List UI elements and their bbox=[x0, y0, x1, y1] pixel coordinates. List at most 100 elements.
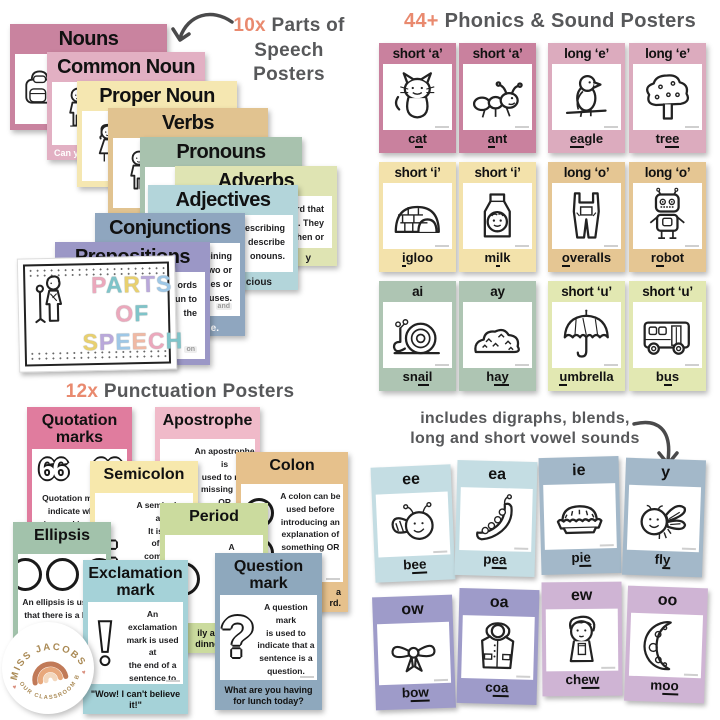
umbrella-icon bbox=[552, 302, 621, 368]
sound-label: ew bbox=[570, 586, 593, 605]
word-label: moo bbox=[650, 677, 680, 696]
phonics-heading: 44+ Phonics & Sound Posters bbox=[390, 8, 710, 34]
phonics-card-snail: ai snail bbox=[379, 281, 456, 391]
digraph-card-moon: oo moo bbox=[624, 585, 708, 704]
punct-title: Ellipsis bbox=[33, 527, 91, 544]
milk-icon bbox=[463, 183, 532, 249]
pos-heading: 10x Parts of Speech Posters bbox=[231, 14, 347, 88]
exclamation-mark-icon bbox=[97, 620, 113, 667]
chew-icon bbox=[545, 608, 619, 672]
phonics-card-robot: long ‘o’ robot bbox=[629, 162, 706, 272]
copyright-line bbox=[435, 126, 449, 128]
sound-label: ai bbox=[412, 284, 423, 299]
punct-footer-text: What are you having for lunch today? bbox=[224, 684, 313, 706]
punct-title: Colon bbox=[269, 457, 315, 474]
ant-icon bbox=[463, 64, 532, 130]
sound-label: ow bbox=[401, 600, 424, 619]
punct-label: Punctuation Posters bbox=[103, 381, 295, 402]
poster-footer-text: cious bbox=[245, 277, 272, 288]
punct-heading: 12x Punctuation Posters bbox=[55, 380, 305, 405]
punct-card-question-mark: Question mark?A question mark is used to… bbox=[215, 553, 322, 710]
sound-label: ie bbox=[571, 461, 586, 480]
poster-body-text: ords un to the bbox=[175, 280, 197, 318]
word-label: pea bbox=[483, 551, 507, 570]
phonics-card-tree: long ‘e’tree bbox=[629, 43, 706, 153]
sound-label: ea bbox=[488, 465, 507, 484]
copyright-line bbox=[166, 680, 180, 682]
phonics-card-overalls: long ‘o’ overalls bbox=[548, 162, 625, 272]
copyright-line bbox=[604, 364, 618, 366]
sound-label: short ‘i’ bbox=[474, 165, 521, 180]
sound-label: long ‘o’ bbox=[563, 165, 610, 180]
word-label: cat bbox=[408, 131, 427, 148]
example-chip: and bbox=[215, 303, 232, 310]
word-label: milk bbox=[484, 250, 511, 267]
word-label: bus bbox=[655, 369, 680, 386]
sound-label: oo bbox=[657, 591, 678, 610]
word-label: robot bbox=[650, 250, 685, 267]
pie-icon bbox=[543, 483, 617, 550]
sound-label: long ‘o’ bbox=[644, 165, 691, 180]
copyright-line bbox=[435, 364, 449, 366]
sound-label: short ‘u’ bbox=[642, 284, 693, 299]
digraph-card-pea: ea pea bbox=[454, 459, 538, 578]
digraph-note: includes digraphs, blends, long and shor… bbox=[400, 409, 650, 449]
poster-title: Common Noun bbox=[57, 56, 195, 78]
coat-icon bbox=[461, 615, 535, 680]
sound-label: y bbox=[660, 463, 671, 482]
word-label: ant bbox=[487, 131, 508, 148]
phonics-card-ant: short ‘a’ant bbox=[459, 43, 536, 153]
word-label: bee bbox=[402, 556, 427, 575]
word-label: coa bbox=[485, 679, 509, 698]
sound-label: short ‘a’ bbox=[392, 46, 443, 61]
boy-singing-mic-icon bbox=[29, 273, 83, 356]
rainbow-icon bbox=[32, 661, 69, 686]
copyright-line bbox=[300, 676, 314, 678]
digraph-card-bow: ow bow bbox=[372, 594, 456, 711]
poster-footer-text: y bbox=[305, 253, 311, 264]
punct-count: 12x bbox=[65, 381, 99, 402]
moon-icon bbox=[628, 612, 704, 679]
robot-icon bbox=[633, 183, 702, 249]
word-label: eagle bbox=[569, 131, 604, 148]
copyright-line bbox=[515, 364, 529, 366]
example-chip: on bbox=[184, 346, 197, 353]
copyright-line bbox=[326, 578, 340, 580]
word-label: overalls bbox=[561, 250, 612, 267]
phonics-card-igloo: short ‘i’igloo bbox=[379, 162, 456, 272]
word-label: bow bbox=[401, 684, 430, 703]
pos-count: 10x bbox=[233, 15, 266, 36]
copyright-line bbox=[685, 245, 699, 247]
pea-icon bbox=[459, 487, 533, 552]
copyright-line bbox=[604, 245, 618, 247]
poster-title: Verbs bbox=[162, 112, 214, 134]
bee-icon bbox=[375, 491, 451, 558]
sound-label: short ‘u’ bbox=[561, 284, 612, 299]
hay-icon bbox=[463, 302, 532, 368]
phonics-card-bus: short ‘u’ bus bbox=[629, 281, 706, 391]
eagle-icon bbox=[552, 64, 621, 130]
copyright-line bbox=[604, 126, 618, 128]
punct-body-text: An exclamation mark is used at the end o… bbox=[126, 609, 179, 683]
sound-label: ay bbox=[490, 284, 505, 299]
word-label: snail bbox=[402, 369, 433, 386]
bus-icon bbox=[633, 302, 702, 368]
copyright-line bbox=[515, 245, 529, 247]
phonics-card-umbrella: short ‘u’umbrella bbox=[548, 281, 625, 391]
fly-icon bbox=[626, 484, 702, 553]
poster-note-text: Can yo bbox=[54, 148, 85, 158]
punct-footer-text: a rd. bbox=[329, 586, 341, 608]
phonics-label: Phonics & Sound Posters bbox=[444, 10, 697, 32]
poster-title: Nouns bbox=[58, 28, 119, 50]
